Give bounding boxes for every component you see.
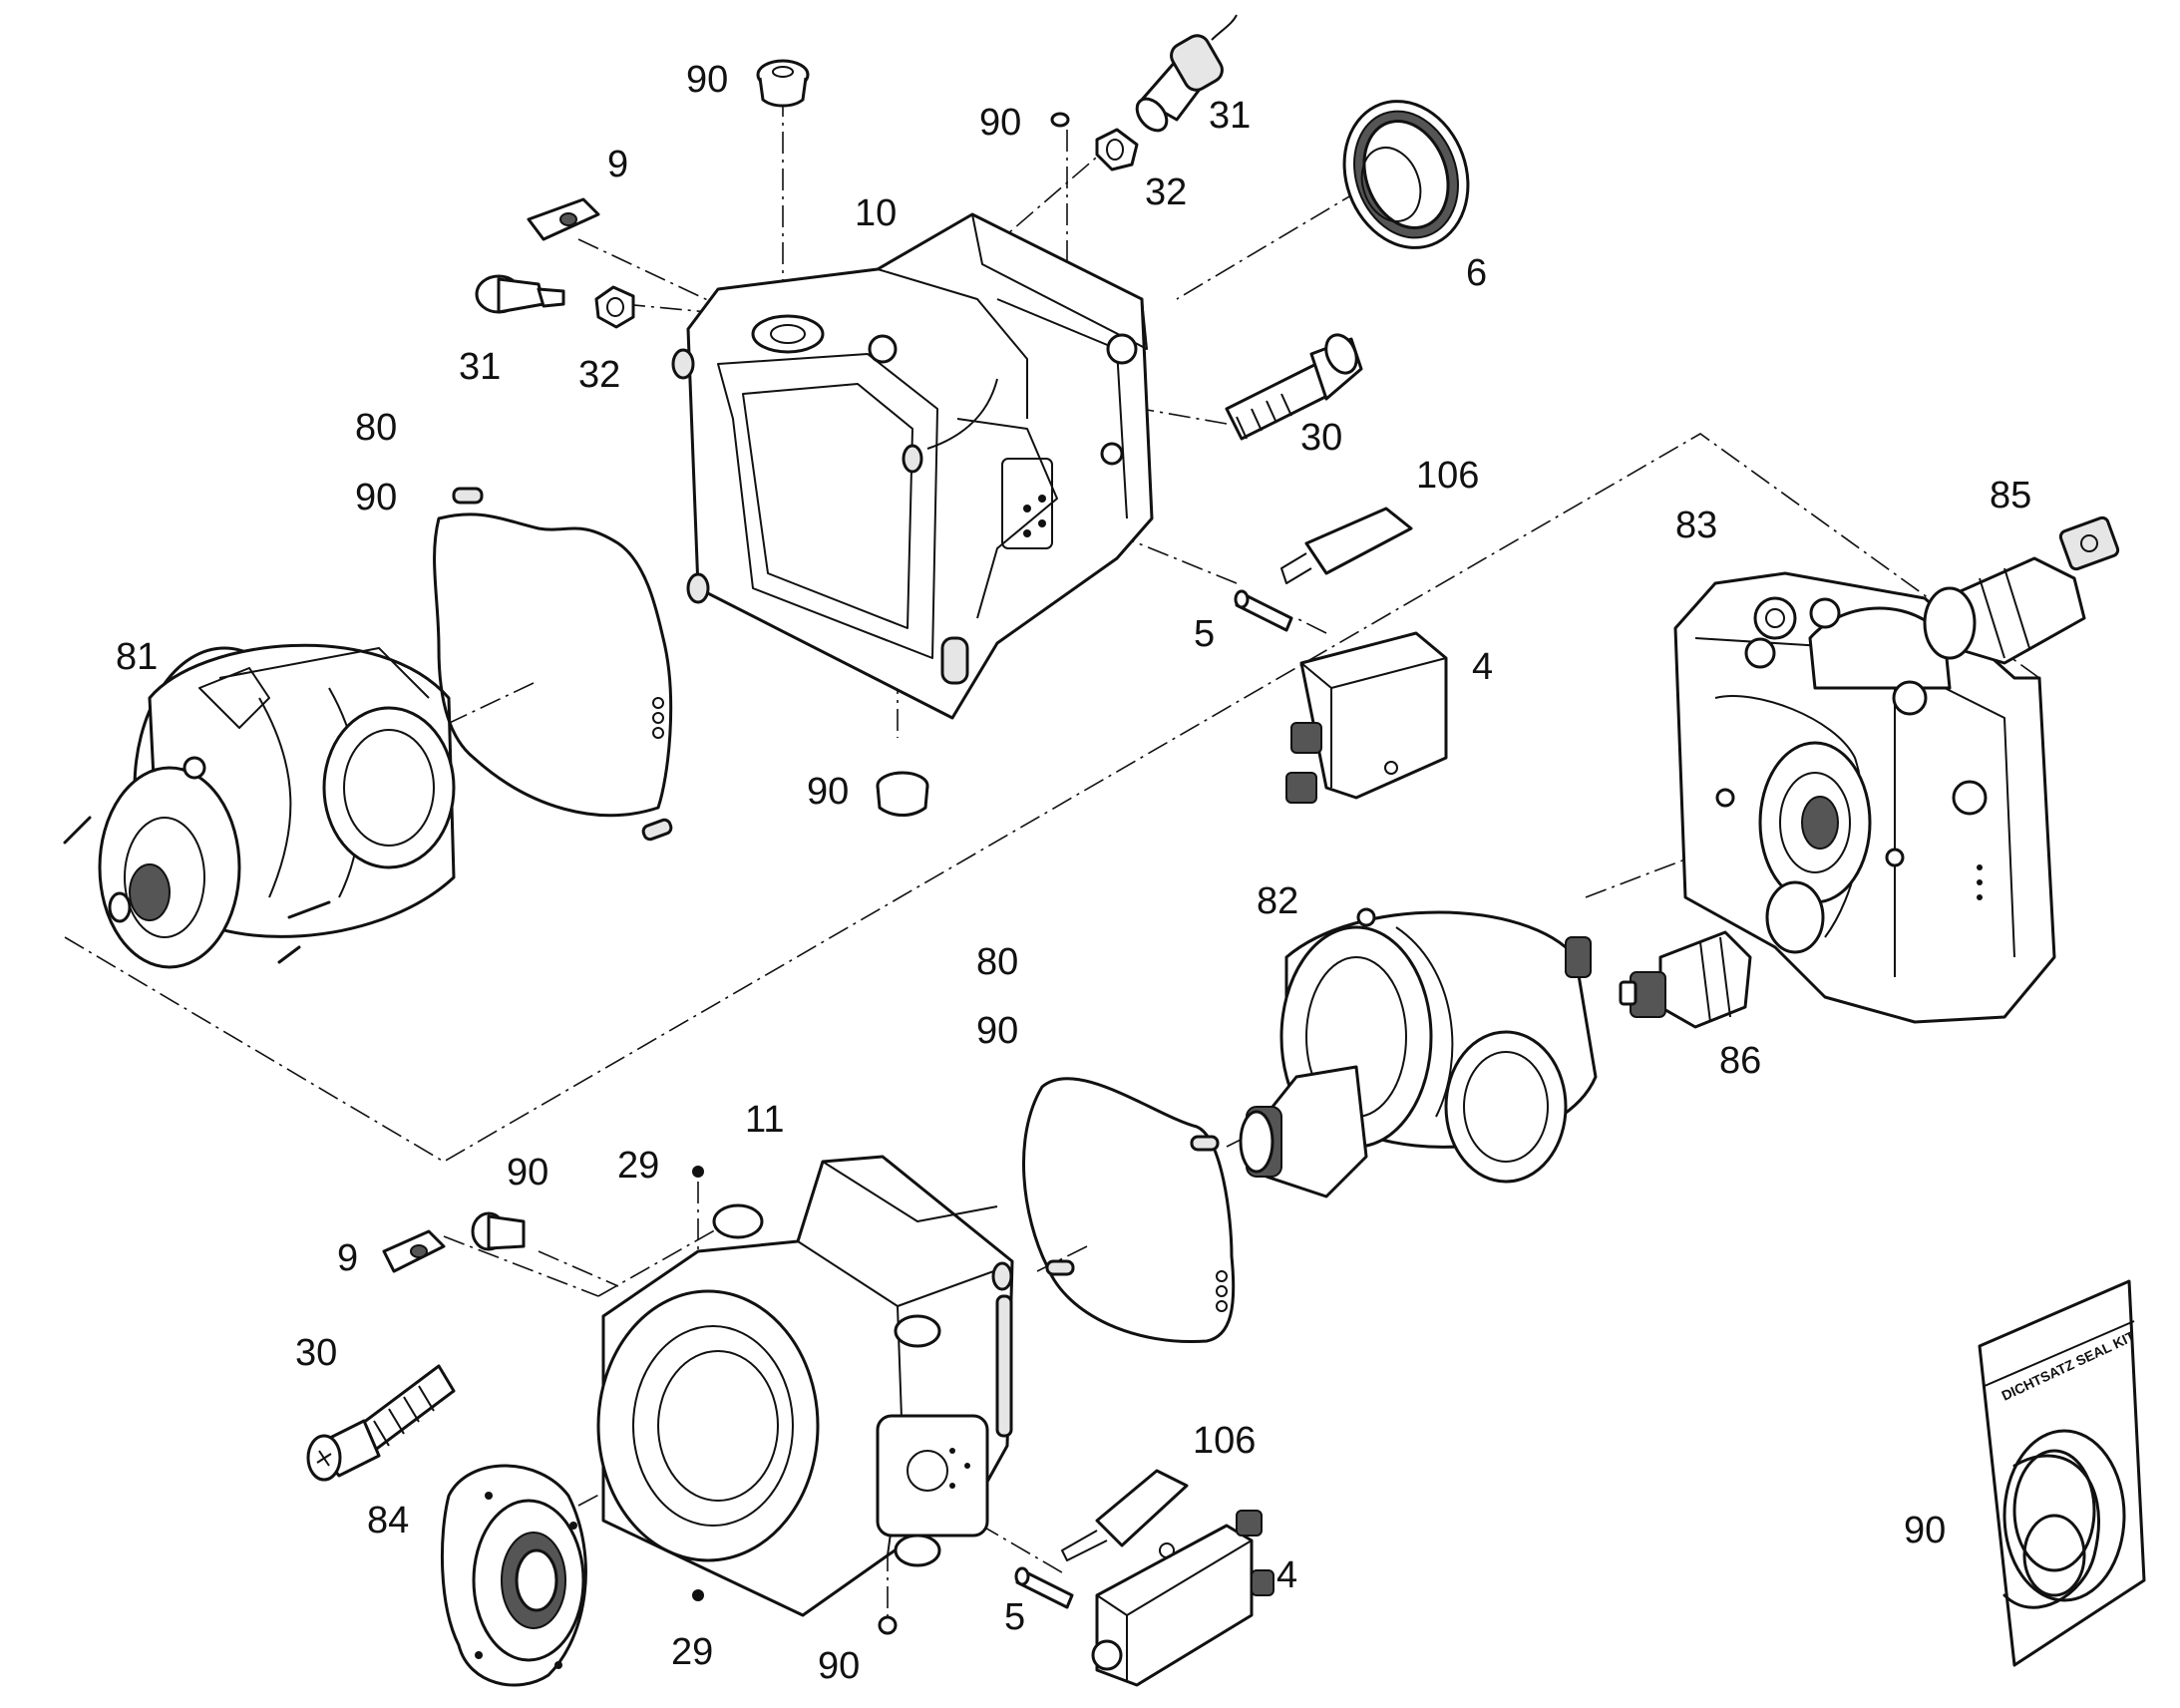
- sealant-tube-106-upper: [1280, 507, 1413, 584]
- plug-90-small-top: [1050, 112, 1070, 128]
- valve-block-4-upper: [1285, 631, 1448, 804]
- seal-kit-bag: DICHTSATZ SEAL KIT: [1978, 1279, 2146, 1667]
- label-30: 30: [1300, 417, 1342, 459]
- label-82: 82: [1257, 880, 1298, 922]
- upper-pump-housing: [671, 212, 1154, 720]
- label-83: 83: [1675, 505, 1717, 546]
- label-80: 80: [976, 941, 1018, 983]
- gasket-80-lower: [1022, 1077, 1236, 1344]
- sensor-31-lower: [475, 274, 565, 314]
- label-90: 90: [818, 1645, 860, 1687]
- rotary-group-82: [1239, 907, 1598, 1198]
- pin-5-lower: [1014, 1566, 1074, 1609]
- nut-32-lower: [594, 285, 635, 329]
- label-106: 106: [1193, 1420, 1256, 1462]
- nut-32-upper: [1095, 128, 1139, 171]
- label-10: 10: [855, 192, 897, 234]
- gasket-80-upper: [433, 487, 673, 842]
- cartridge-86: [1619, 930, 1752, 1029]
- label-32: 32: [578, 354, 620, 396]
- label-90: 90: [355, 477, 397, 518]
- label-84: 84: [367, 1500, 409, 1541]
- label-31: 31: [459, 346, 501, 388]
- label-9: 9: [607, 144, 628, 185]
- label-106: 106: [1416, 455, 1479, 497]
- label-90: 90: [979, 102, 1021, 144]
- label-4: 4: [1276, 1554, 1297, 1596]
- label-90: 90: [807, 771, 849, 813]
- valve-block-4-lower: [1091, 1510, 1274, 1687]
- label-29: 29: [617, 1145, 659, 1187]
- plug-29-top: [692, 1166, 704, 1178]
- label-90: 90: [507, 1152, 548, 1194]
- plug-90-lower-left: [471, 1211, 526, 1251]
- label-30: 30: [295, 1332, 337, 1374]
- plug-90-top: [756, 59, 810, 108]
- label-11: 11: [745, 1099, 784, 1141]
- label-31: 31: [1209, 95, 1251, 137]
- cartridge-85: [1923, 515, 2120, 665]
- end-cover-84: [440, 1464, 587, 1687]
- label-85: 85: [1990, 475, 2031, 516]
- label-6: 6: [1466, 252, 1487, 294]
- label-80: 80: [355, 407, 397, 449]
- label-90: 90: [1904, 1510, 1946, 1551]
- label-9: 9: [337, 1237, 358, 1279]
- cap-screw-30-lower: [306, 1364, 456, 1482]
- pin-5-upper: [1234, 589, 1293, 632]
- label-29: 29: [671, 1631, 713, 1673]
- label-86: 86: [1719, 1040, 1761, 1082]
- label-90: 90: [976, 1010, 1018, 1052]
- shaft-seal-6: [1342, 100, 1470, 249]
- plug-90-lower-bottom: [878, 1615, 898, 1635]
- label-32: 32: [1145, 171, 1187, 213]
- cap-screw-30-upper: [1225, 333, 1363, 441]
- plate-9-upper: [527, 197, 600, 241]
- label-4: 4: [1472, 646, 1493, 688]
- label-90: 90: [686, 59, 728, 101]
- plug-90-bottom: [876, 771, 929, 817]
- sensor-31-upper: [1135, 14, 1238, 133]
- end-plate-83: [1673, 571, 2056, 1024]
- label-81: 81: [116, 636, 158, 678]
- label-5: 5: [1004, 1596, 1025, 1638]
- lower-pump-housing: [596, 1155, 1014, 1617]
- label-5: 5: [1194, 613, 1215, 655]
- rotary-group-81: [63, 643, 456, 969]
- sealant-tube-106-lower: [1061, 1469, 1189, 1561]
- plate-9-lower: [382, 1229, 446, 1273]
- part-labels: 90 90 31 32 9 10 6 31 32 80 90 30 106 85…: [116, 59, 2031, 1687]
